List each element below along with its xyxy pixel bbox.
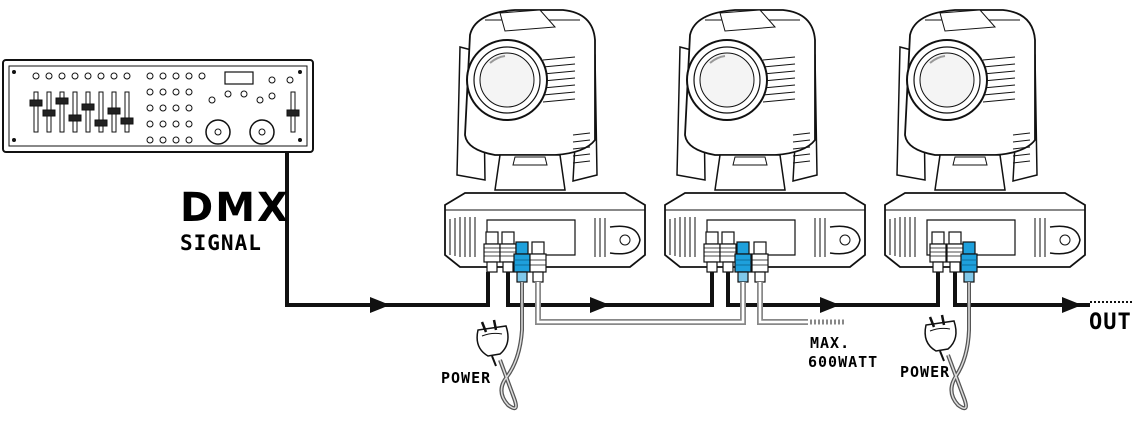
signal-arrows [370,297,1082,313]
power-label-right: POWER [900,363,951,381]
moving-head-3 [884,9,1086,268]
dmx-label: DMX [180,185,290,231]
dmx-out-connector-2 [719,231,737,273]
power-in-connector-1 [513,241,531,283]
out-label: OUT [1089,310,1132,335]
power-in-connector-2 [734,241,752,283]
power-plug-icon [475,318,510,368]
max-label: MAX. [810,334,851,352]
controller-buttons [32,72,294,144]
power-out-connector-2 [751,241,769,283]
controller-faders [29,91,300,133]
power-link-cable [535,282,808,325]
signal-label: SIGNAL [180,231,262,255]
power-out-connector-1 [529,241,547,283]
controller-display [224,71,254,85]
dmx-controller [2,59,314,153]
moving-head-2 [664,9,866,268]
wattage-label: 600WATT [808,353,879,371]
power-plug-icon [923,313,958,363]
signal-arrow [590,297,610,313]
dmx-in-connector-2 [703,231,721,273]
signal-arrow [370,297,390,313]
signal-arrow [1062,297,1082,313]
signal-arrow [820,297,840,313]
moving-head-1 [444,9,646,268]
dmx-in-connector-3 [929,231,947,273]
power-in-connector-3 [960,241,978,283]
power-label-left: POWER [441,369,492,387]
